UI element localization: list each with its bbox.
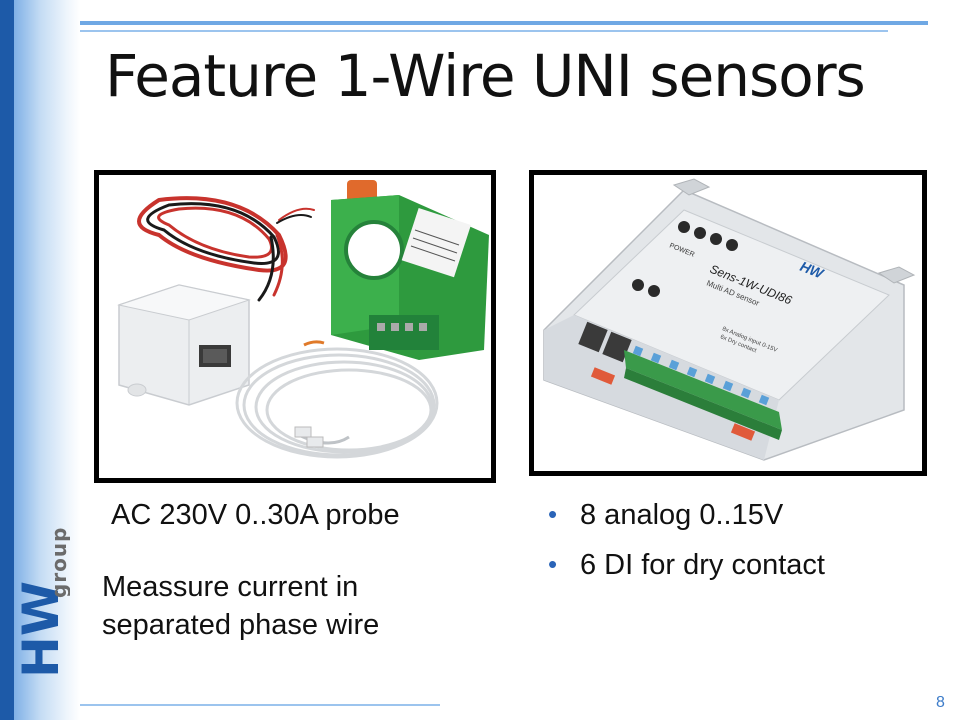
bullet-item: • 6 DI for dry contact <box>548 549 825 599</box>
slide-title: Feature 1-Wire UNI sensors <box>105 42 866 110</box>
white-cable-coil <box>235 340 439 459</box>
bullet-dot-icon: • <box>548 499 558 529</box>
probe-description-line2: separated phase wire <box>102 609 380 641</box>
white-sensor-box <box>117 284 251 406</box>
red-cable-coil <box>137 196 315 302</box>
bullet-text: 8 analog 0..15V <box>580 499 784 531</box>
page-number: 8 <box>936 694 945 711</box>
bullet-item: • 8 analog 0..15V <box>548 499 825 549</box>
probe-description: Meassure current in separated phase wire <box>102 568 472 644</box>
top-rule <box>80 21 928 25</box>
feature-bullets: • 8 analog 0..15V • 6 DI for dry contact <box>548 499 825 599</box>
probe-caption: AC 230V 0..30A probe <box>111 499 400 531</box>
logo-main-text: HW <box>12 581 70 678</box>
logo-sub-text: group <box>47 527 70 598</box>
udi86-module-photo: POWER Sens-1W-UDI86 Multi AD sensor HW 8… <box>529 170 927 476</box>
bullet-dot-icon: • <box>548 549 558 579</box>
current-probe-illustration <box>117 180 489 459</box>
hw-group-logo: HW group <box>12 527 70 678</box>
terminal-blocks <box>624 345 782 440</box>
udi86-module-illustration: POWER Sens-1W-UDI86 Multi AD sensor HW 8… <box>543 178 916 461</box>
bottom-rule <box>80 704 440 706</box>
probe-description-line1: Meassure current in <box>102 571 359 603</box>
green-current-transducer <box>331 180 489 360</box>
left-gradient-band <box>14 0 80 720</box>
status-leds <box>632 221 738 297</box>
bullet-text: 6 DI for dry contact <box>580 549 825 581</box>
top-rule-thin <box>80 30 888 32</box>
current-probe-photo <box>94 170 496 483</box>
left-accent-bar <box>0 0 14 720</box>
